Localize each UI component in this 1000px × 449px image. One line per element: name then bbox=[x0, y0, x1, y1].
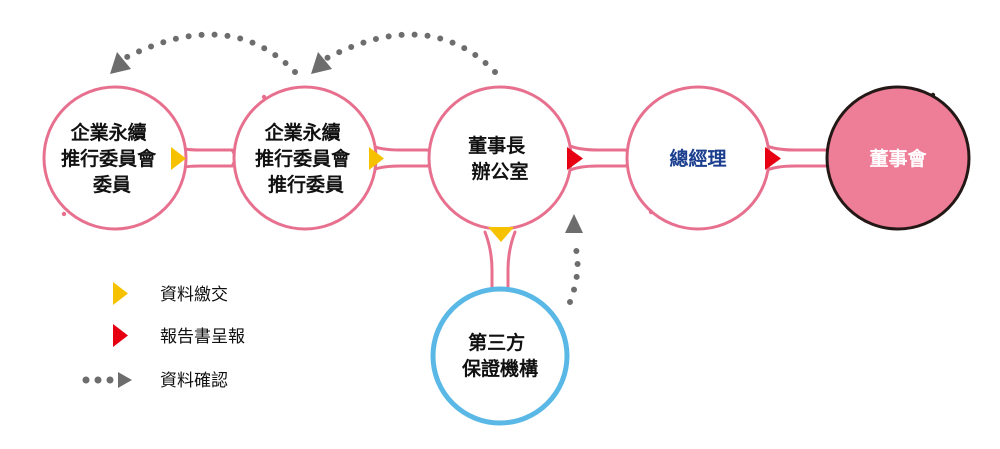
legend-dot-icon bbox=[106, 376, 114, 384]
submit-arrow-icon bbox=[171, 147, 186, 170]
svg-text:企業永續 推行委員會 委員: 企業永續 推行委員會 委員 bbox=[61, 121, 163, 196]
node-chairman-office-line-1: 董事長 bbox=[468, 134, 526, 157]
submit-arrow-icon bbox=[369, 147, 384, 170]
legend-submit-arrow-icon bbox=[113, 282, 128, 305]
node-board-line-1: 董事會 bbox=[869, 147, 927, 170]
ring-accent-dot bbox=[61, 211, 67, 217]
node-third-party-line-2: 保證機構 bbox=[461, 357, 538, 380]
node-committee-member-ring bbox=[42, 85, 188, 231]
node-general-manager: 總經理 bbox=[625, 85, 771, 231]
legend-report-arrow-icon bbox=[113, 324, 128, 347]
svg-text:董事長 辦公室: 董事長 辦公室 bbox=[468, 134, 532, 183]
node-committee-executive-line-3: 推行委員 bbox=[268, 173, 344, 196]
node-committee-executive: 企業永續 推行委員會 推行委員 bbox=[232, 85, 378, 231]
ring-accent-dot bbox=[930, 92, 936, 98]
confirm-arc-thirdparty-to-office bbox=[567, 242, 581, 305]
confirm-arcs bbox=[110, 31, 583, 305]
link-office-thirdparty bbox=[483, 230, 517, 294]
svg-text:董事會: 董事會 bbox=[869, 147, 927, 170]
node-committee-executive-line-1: 企業永續 bbox=[264, 121, 341, 144]
node-committee-member-line-3: 委員 bbox=[92, 174, 131, 196]
ring-accent-marks bbox=[61, 92, 936, 217]
node-third-party-line-1: 第三方 bbox=[468, 331, 525, 354]
ring-accent-dot bbox=[648, 209, 654, 215]
submit-arrow-down-icon bbox=[488, 227, 514, 242]
report-arrow-icon bbox=[765, 147, 781, 170]
node-chairman-office-ring bbox=[427, 85, 573, 231]
legend-report-label: 報告書呈報 bbox=[160, 327, 245, 347]
node-chairman-office: 董事長 辦公室 bbox=[427, 85, 573, 231]
svg-text:企業永續 推行委員會 推行委員: 企業永續 推行委員會 推行委員 bbox=[255, 121, 357, 196]
legend: 資料繳交 報告書呈報 資料確認 bbox=[82, 282, 245, 391]
node-committee-member-line-1: 企業永續 bbox=[70, 121, 147, 144]
svg-text:第三方 保證機構: 第三方 保證機構 bbox=[461, 331, 538, 380]
legend-confirm-arrow-icon bbox=[118, 372, 132, 388]
flow-arrows bbox=[171, 147, 781, 242]
node-chairman-office-line-2: 辦公室 bbox=[471, 160, 528, 183]
node-board: 董事會 bbox=[825, 85, 971, 231]
legend-dot-icon bbox=[94, 376, 102, 384]
legend-dot-icon bbox=[82, 376, 90, 384]
svg-text:總經理: 總經理 bbox=[669, 147, 726, 170]
legend-confirm-label: 資料確認 bbox=[160, 371, 228, 391]
node-third-party: 第三方 保證機構 bbox=[430, 286, 570, 426]
confirm-arrowhead-icon bbox=[311, 52, 332, 74]
legend-submit-label: 資料繳交 bbox=[160, 285, 228, 305]
node-general-manager-line-1: 總經理 bbox=[669, 147, 726, 170]
legend-item-confirm: 資料確認 bbox=[82, 371, 228, 391]
confirm-arc-executive-to-member bbox=[122, 31, 298, 75]
node-board-ring bbox=[825, 85, 971, 231]
confirm-arc-office-to-executive bbox=[324, 31, 498, 75]
ring-accent-dot bbox=[261, 94, 267, 100]
confirm-arrowhead-icon bbox=[110, 52, 131, 74]
node-committee-executive-line-2: 推行委員會 bbox=[255, 147, 351, 170]
confirm-arrowhead-icon bbox=[565, 214, 583, 233]
node-committee-member: 企業永續 推行委員會 委員 bbox=[42, 85, 188, 231]
node-committee-member-line-2: 推行委員會 bbox=[61, 147, 157, 170]
report-arrow-icon bbox=[567, 147, 583, 170]
legend-item-submit: 資料繳交 bbox=[113, 282, 228, 305]
node-third-party-ring bbox=[430, 286, 570, 426]
legend-item-report: 報告書呈報 bbox=[113, 324, 245, 347]
